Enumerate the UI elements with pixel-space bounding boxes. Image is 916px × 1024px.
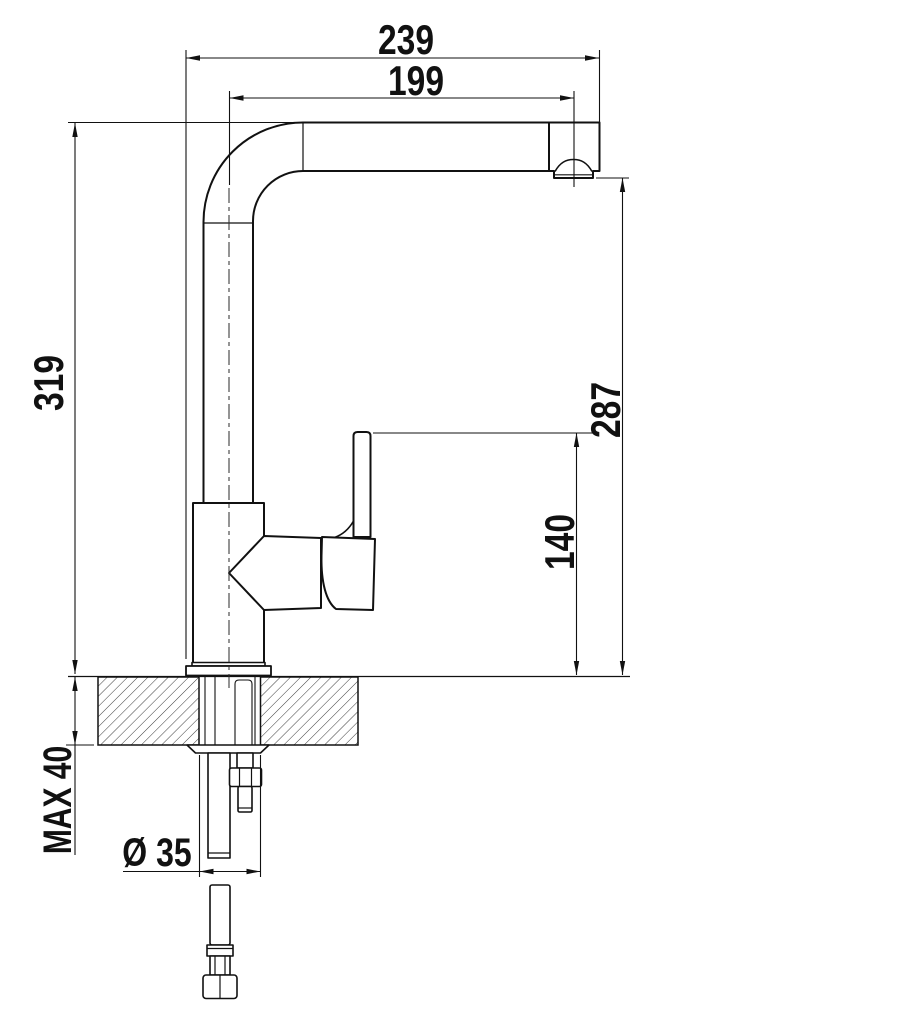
dim-label-total-height: 319 [27, 355, 73, 411]
dimension-spout-reach: 199 [228, 59, 575, 187]
lever-base-fillet [334, 520, 355, 539]
under-counter-fittings [186, 744, 270, 859]
handle-cartridge [320, 536, 376, 611]
dim-label-handle-height: 140 [538, 514, 584, 570]
dimension-total-width: 239 [185, 18, 601, 659]
hose-tube [209, 884, 231, 946]
counter-section-left [97, 676, 200, 746]
dim-label-outlet-height: 287 [584, 382, 630, 438]
hose-collar [206, 944, 234, 957]
valve-body-cone [228, 535, 322, 611]
hex-nut [228, 767, 263, 788]
dim-label-total-width: 239 [378, 18, 434, 64]
dimension-hole-diameter: Ø 35 [122, 755, 262, 877]
faucet [185, 121, 601, 677]
dim-label-counter-thickness: MAX 40 [36, 746, 80, 854]
countertop-section [68, 675, 630, 746]
mounting-hole-parts [204, 677, 256, 745]
hose-neck [209, 955, 231, 976]
counter-section-right [259, 676, 359, 746]
dimension-handle-height: 140 [373, 432, 595, 675]
dimension-total-height: 319 [27, 121, 303, 674]
dim-label-hole-diameter: Ø 35 [122, 830, 191, 875]
threaded-stud-and-nut [228, 752, 263, 813]
dimension-counter-thickness: MAX 40 [36, 677, 94, 855]
dim-label-spout-reach: 199 [388, 59, 444, 105]
flexible-hose-connector [202, 884, 238, 1000]
handle-lever [352, 431, 372, 538]
mounting-washer [186, 744, 270, 754]
supply-pipe [207, 752, 231, 859]
dimension-outlet-height: 287 [584, 177, 630, 675]
